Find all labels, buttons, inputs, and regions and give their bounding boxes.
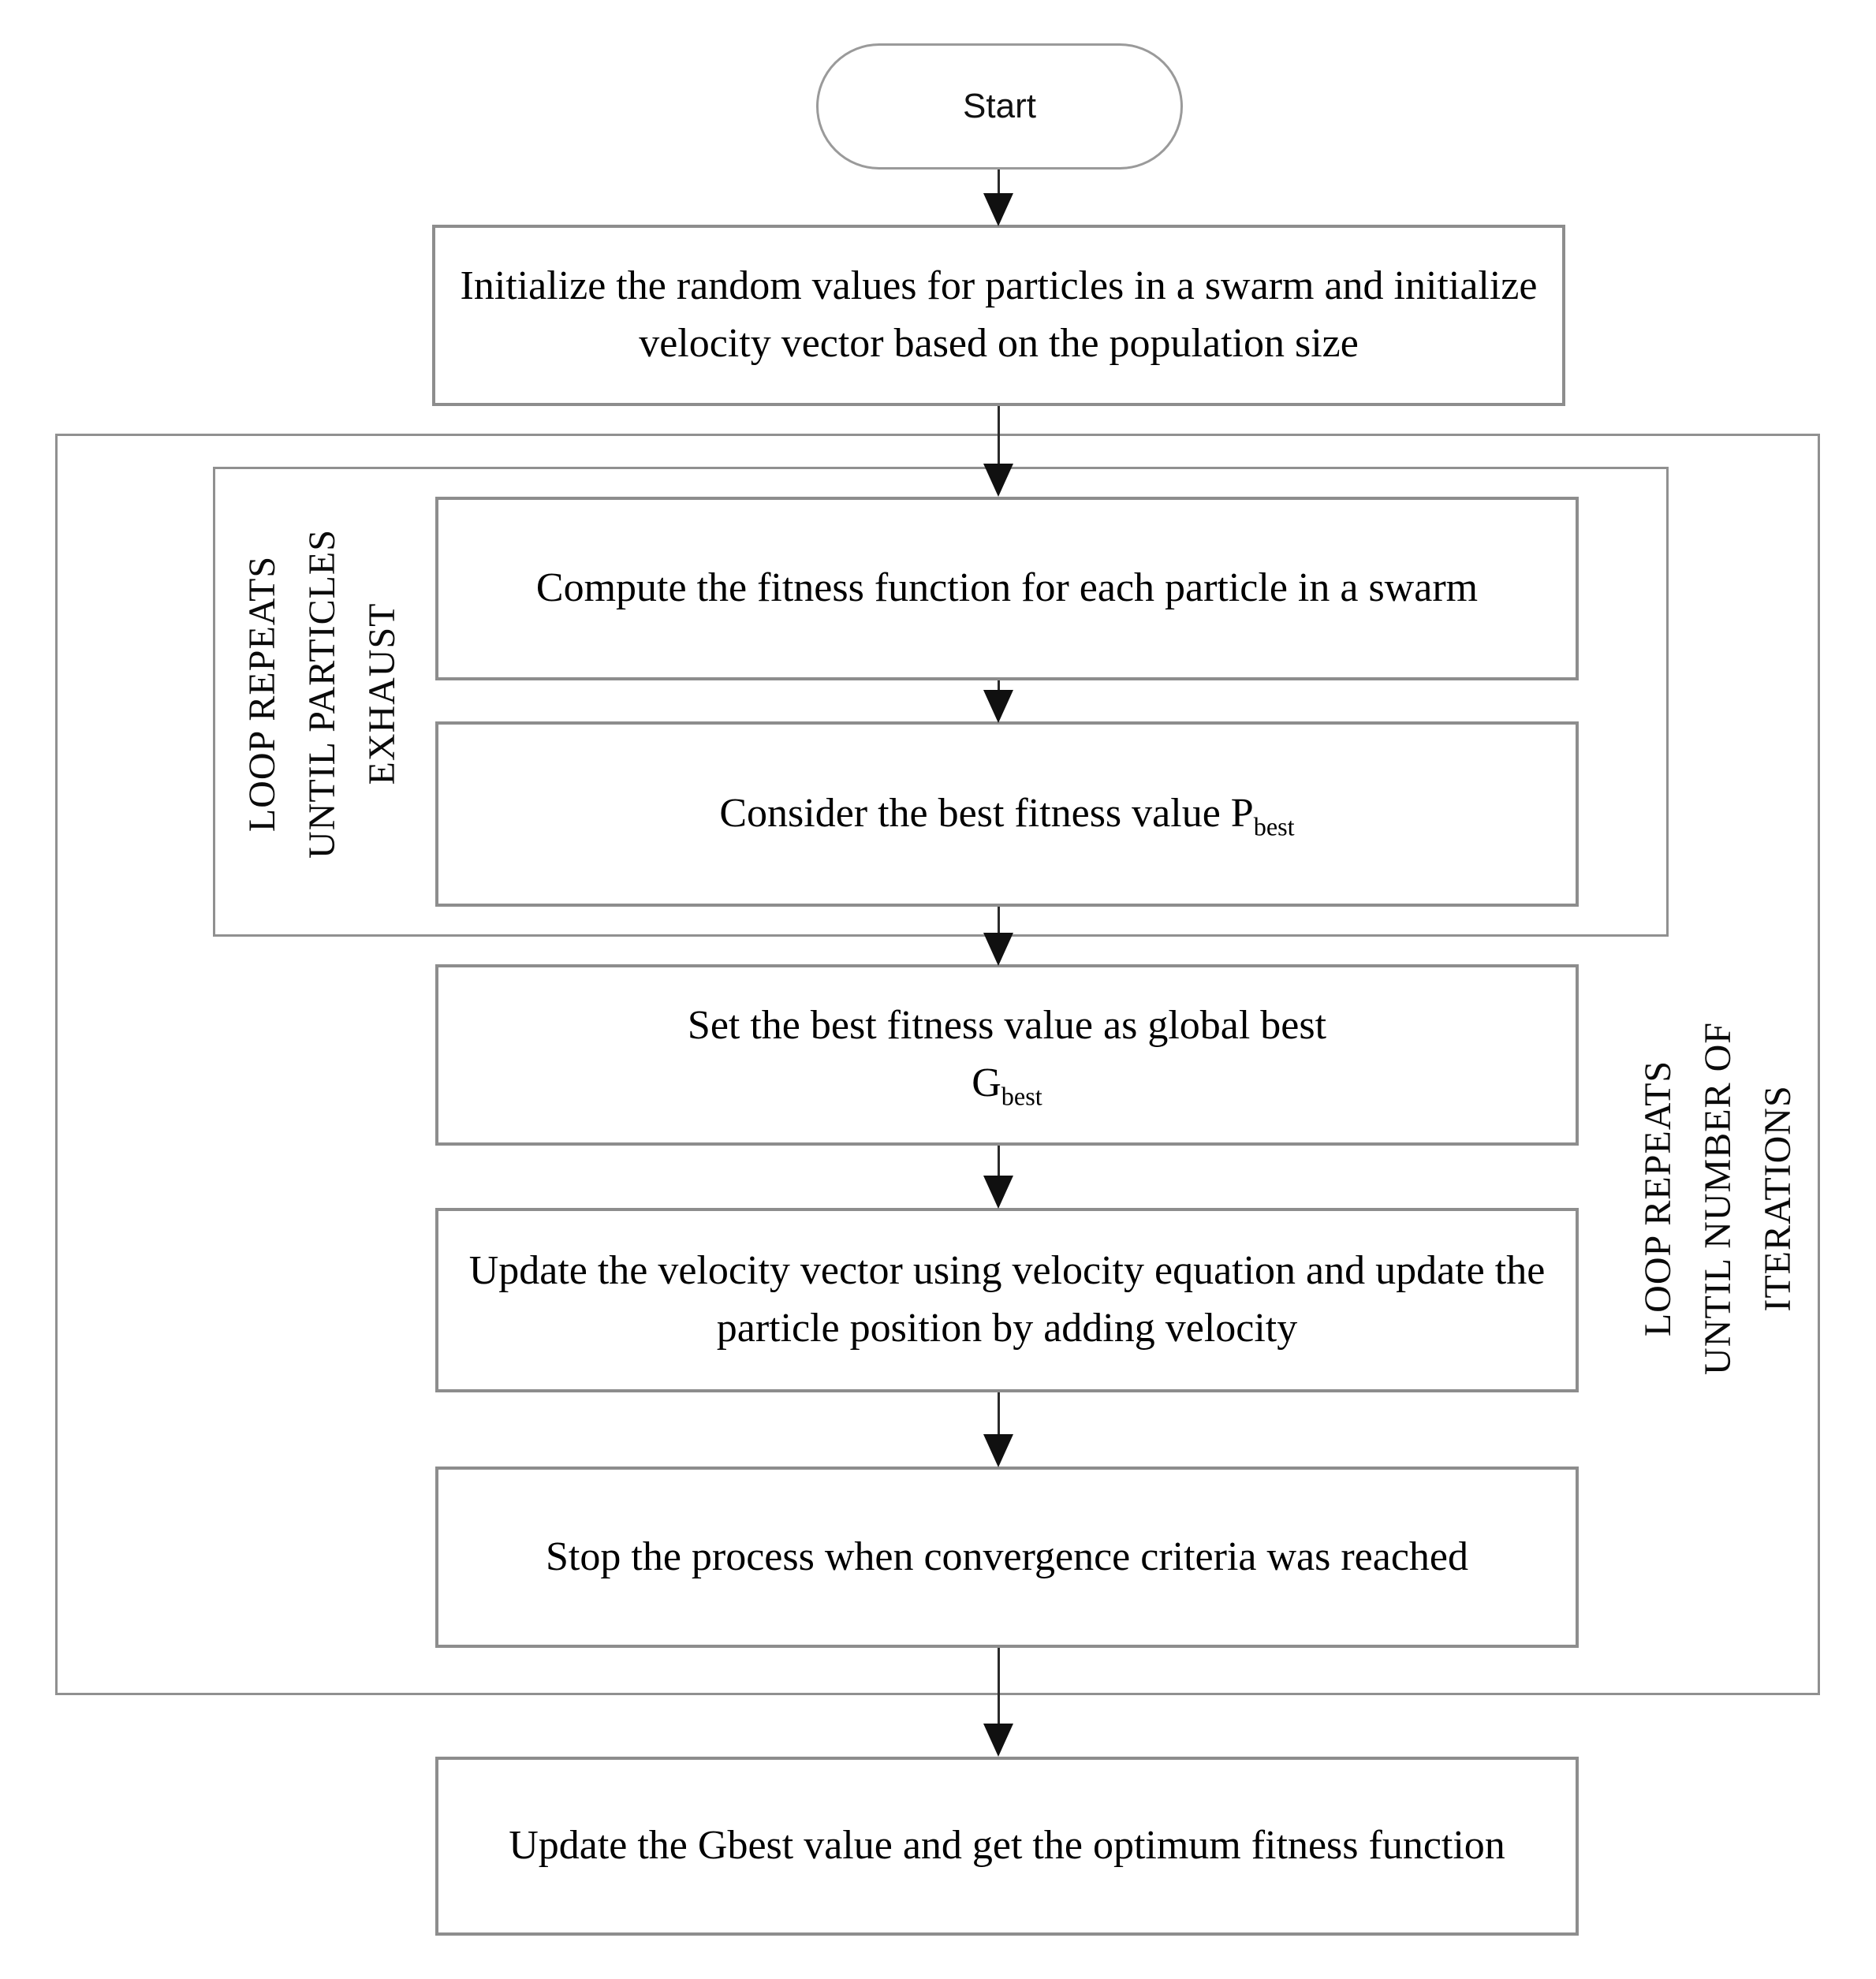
arrowhead-consider-to-setgbest xyxy=(983,933,1013,966)
arrowhead-start-to-initialize xyxy=(983,193,1013,226)
process-box-final-gbest-text: Update the Gbest value and get the optim… xyxy=(509,1823,1505,1869)
arrowhead-update-to-stop xyxy=(983,1434,1013,1467)
arrowhead-setgbest-to-update xyxy=(983,1176,1013,1209)
arrow-line-setgbest-to-update xyxy=(998,1146,1000,1177)
process-box-stop-convergence-text: Stop the process when convergence criter… xyxy=(546,1534,1468,1579)
outer-loop-label: LOOP REPEATS UNTIL NUMBER OF ITERATIONS xyxy=(1628,993,1810,1403)
process-box-consider-pbest-text: Consider the best fitness value Pbest xyxy=(719,785,1294,843)
consider-pbest-prefix: Consider the best fitness value P xyxy=(719,791,1254,837)
arrow-line-initialize-to-compute xyxy=(998,406,1000,465)
gbest-symbol: G xyxy=(972,1060,1001,1105)
arrowhead-initialize-to-compute xyxy=(983,464,1013,497)
process-box-initialize: Initialize the random values for particl… xyxy=(432,225,1565,406)
process-box-set-gbest-text: Set the best fitness value as global bes… xyxy=(688,997,1326,1112)
arrow-line-consider-to-setgbest xyxy=(998,907,1000,934)
arrow-line-stop-to-final xyxy=(998,1648,1000,1725)
process-box-final-gbest: Update the Gbest value and get the optim… xyxy=(435,1757,1579,1936)
gbest-subscript: best xyxy=(1001,1082,1042,1111)
set-gbest-line1: Set the best fitness value as global bes… xyxy=(687,1003,1327,1049)
inner-loop-label-line-1: LOOP REPEATS xyxy=(241,555,283,833)
outer-loop-label-line-2: UNTIL NUMBER OF xyxy=(1697,1022,1739,1375)
process-box-initialize-text: Initialize the random values for particl… xyxy=(460,263,1538,366)
start-node: Start xyxy=(816,43,1183,170)
arrowhead-compute-to-consider xyxy=(983,690,1013,723)
inner-loop-frame xyxy=(213,467,1669,937)
outer-loop-label-line-1: LOOP REPEATS xyxy=(1637,1060,1679,1337)
process-box-consider-pbest: Consider the best fitness value Pbest xyxy=(435,721,1579,907)
process-box-compute-fitness-text: Compute the fitness function for each pa… xyxy=(535,565,1479,611)
pbest-subscript: best xyxy=(1253,812,1295,841)
inner-loop-label: LOOP REPEATS UNTIL PARTICLES EXHAUST xyxy=(233,489,414,899)
process-box-compute-fitness: Compute the fitness function for each pa… xyxy=(435,497,1579,680)
inner-loop-label-line-2: UNTIL PARTICLES xyxy=(301,529,343,859)
outer-loop-label-line-3: ITERATIONS xyxy=(1757,1085,1799,1312)
process-box-update-velocity-text: Update the velocity vector using velocit… xyxy=(468,1248,1546,1351)
outer-loop-frame xyxy=(55,434,1820,1695)
process-box-update-velocity: Update the velocity vector using velocit… xyxy=(435,1208,1579,1392)
start-label: Start xyxy=(963,87,1036,125)
arrowhead-stop-to-final xyxy=(983,1724,1013,1757)
inner-loop-label-line-3: EXHAUST xyxy=(361,602,403,785)
process-box-stop-convergence: Stop the process when convergence criter… xyxy=(435,1467,1579,1648)
arrow-line-compute-to-consider xyxy=(998,680,1000,691)
arrow-line-update-to-stop xyxy=(998,1392,1000,1436)
arrow-line-start-to-initialize xyxy=(998,170,1000,195)
process-box-set-gbest: Set the best fitness value as global bes… xyxy=(435,964,1579,1146)
